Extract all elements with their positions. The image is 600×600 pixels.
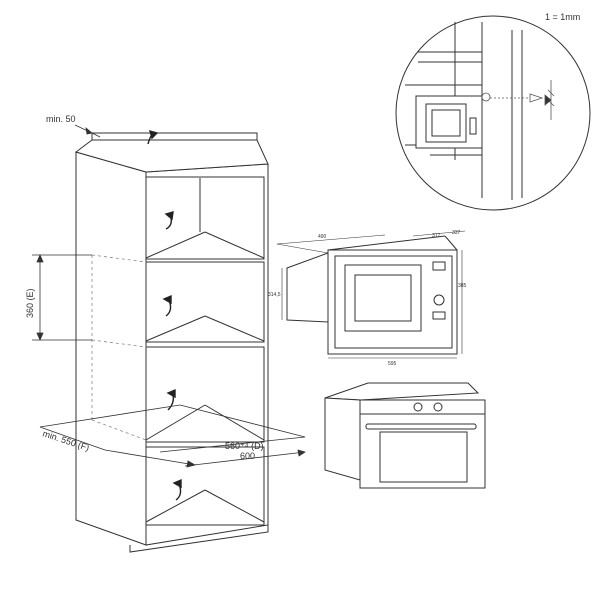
knob-icon [433,402,443,412]
label-width: 600 [240,451,255,461]
dim-314: 314,5 [268,292,281,298]
dim-490: 490 [318,234,327,240]
cabinet-dimensions [32,124,306,468]
dim-595: 595 [388,361,397,367]
knob-icon [413,402,423,412]
dim-317: 317 [432,233,441,239]
detail-inset [395,15,591,211]
curved-arrows [147,129,182,501]
tall-cabinet [74,132,269,553]
built-in-oven [324,382,486,489]
dim-385: 385 [458,283,467,289]
microwave-dimensions [276,230,466,359]
label-depth-inner: 560⁺⁴ (D) [225,441,264,451]
knob-icon [433,294,445,306]
label-min-50: min. 50 [46,114,76,124]
detail-callout [481,80,555,120]
label-niche-height: 360 (E) [25,288,35,318]
dim-337: 337 [452,230,461,236]
built-in-microwave [286,235,458,355]
scale-note: 1 = 1mm [545,12,580,22]
